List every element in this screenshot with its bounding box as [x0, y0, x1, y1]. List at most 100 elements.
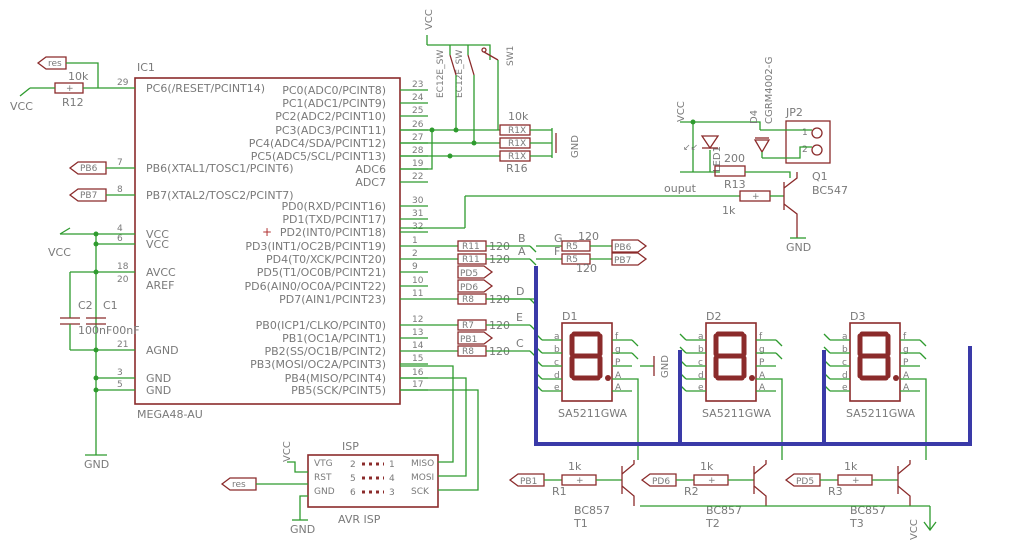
- jp2-ref: JP2: [785, 106, 803, 119]
- segment-pin: f: [759, 332, 763, 342]
- segment-pin: f: [903, 332, 907, 342]
- ic1-pin-name: PC2(ADC2/PCINT10): [275, 110, 386, 123]
- net-tag: PB1: [460, 335, 477, 345]
- ic1-pin-num: 25: [412, 106, 423, 116]
- svg-text:MISO: MISO: [411, 459, 434, 469]
- ic1-pin-num: 24: [412, 93, 424, 103]
- vcc-label-reset: VCC: [10, 100, 33, 113]
- ic1-pin-name: PB4(MISO/PCINT4): [285, 372, 386, 385]
- ic1-pin-num: 3: [117, 368, 123, 378]
- segment-pin: P: [759, 358, 765, 368]
- svg-text:2: 2: [350, 460, 356, 470]
- c1-ref: C1: [103, 299, 118, 312]
- segment-resistor-ref: R5: [566, 242, 578, 252]
- ic1-pin-num: 17: [412, 380, 423, 390]
- segment-net-letter: B: [518, 232, 526, 245]
- ic1-pin-name: PB0(ICP1/CLKO/PCINT0): [256, 319, 386, 332]
- svg-text:R1X: R1X: [508, 139, 526, 149]
- svg-text:R1X: R1X: [508, 152, 526, 162]
- segment-net-letter: C: [516, 337, 524, 350]
- svg-text:res: res: [232, 480, 246, 490]
- segment-resistor-ref: R8: [462, 347, 474, 357]
- ic1-pin-num: 6: [117, 234, 123, 244]
- segment-resistor-ref: R7: [462, 321, 474, 331]
- gnd-label-isp: GND: [290, 523, 315, 536]
- segment-resistor-ref: R5: [566, 255, 578, 265]
- ic1-pin-name: PD7(AIN1/PCINT23): [279, 293, 386, 306]
- segment-pin: e: [842, 383, 848, 393]
- t-part: BC857: [574, 504, 610, 517]
- c-values: 100nF00nF: [78, 324, 140, 337]
- r-base-value: 1k: [722, 204, 736, 217]
- ic1-right-pins: 23PC0(ADC0/PCINT8)24PC1(ADC1/PCINT9)25PC…: [245, 80, 428, 397]
- segment-resistor-value: 120: [576, 262, 597, 275]
- ic1-pin-name: AREF: [146, 279, 174, 292]
- digit-ref: D1: [562, 310, 577, 323]
- ic1-pin-num: 2: [412, 249, 418, 259]
- segment-pin: A: [903, 383, 910, 393]
- segment-pin: A: [615, 383, 622, 393]
- pb-tags: PB6 PB7: [68, 161, 135, 202]
- t-ref: T2: [705, 517, 720, 530]
- ic1-pin-name: PD6(AIN0/OC0A/PCINT22): [245, 280, 386, 293]
- segment-resistor-ref: R8: [462, 295, 474, 305]
- q1-ref: Q1: [812, 170, 828, 183]
- svg-text:1: 1: [389, 460, 395, 470]
- segment-pin: P: [615, 358, 621, 368]
- ic1-pin-name: PB2(SS/OC1B/PCINT2): [264, 345, 386, 358]
- ic1-pin-name: PD3(INT1/OC2B/PCINT19): [245, 240, 386, 253]
- isp-title: ISP: [342, 440, 359, 453]
- net-tag: PD5: [460, 269, 478, 279]
- ic1-pin-name: PD0(RXD/PCINT16): [281, 200, 386, 213]
- segment-resistor-ref: R11: [462, 255, 480, 265]
- ic1-pin-num: 26: [412, 120, 424, 130]
- ic1-pin-name: AGND: [146, 344, 179, 357]
- segment-pin: b: [554, 345, 560, 355]
- ic1-part: MEGA48-AU: [137, 408, 203, 421]
- led1-ref: LED1: [712, 146, 723, 172]
- segment-pin: A: [759, 383, 766, 393]
- svg-text:RST: RST: [314, 473, 332, 483]
- ic1-pin-name: ADC7: [355, 176, 386, 189]
- ic1-pin-name: VCC: [146, 238, 169, 251]
- segment-pin: d: [698, 371, 704, 381]
- ic1-pin-num: 10: [412, 276, 424, 286]
- t-part: BC857: [706, 504, 742, 517]
- segment-pin: d: [554, 371, 560, 381]
- ic1-pin-name: PD2(INT0/PCINT18): [280, 226, 386, 239]
- net-tag: PB7: [614, 256, 631, 266]
- svg-text:PB6: PB6: [80, 164, 98, 174]
- segment-net-letter: D: [516, 285, 524, 298]
- digit-drivers: PB1+1kR1BC857T1PD6+1kR2BC857T2PD5+1kR3BC…: [508, 460, 911, 530]
- ic1-body: [134, 77, 401, 405]
- t-res-value: 1k: [568, 460, 582, 473]
- ic1-pin-num: 30: [412, 196, 424, 206]
- d4-part: CGRM4002-G: [764, 57, 775, 124]
- net-tag: PD5: [796, 477, 814, 487]
- segment-pin: d: [842, 371, 848, 381]
- segment-pin: a: [554, 332, 560, 342]
- ic1-pin-name: PC0(ADC0/PCINT8): [282, 84, 386, 97]
- ic1-pin-name: PC5(ADC5/SCL/PCINT13): [251, 150, 386, 163]
- digit-ref: D2: [706, 310, 721, 323]
- t-res-ref: R1: [552, 485, 567, 498]
- vcc-label-power: VCC: [48, 246, 71, 259]
- digit-ref: D3: [850, 310, 865, 323]
- net-tag: PD6: [652, 477, 670, 487]
- net-tag: PB1: [520, 477, 537, 487]
- segment-pin: f: [615, 332, 619, 342]
- svg-text:PB7: PB7: [80, 191, 97, 201]
- digit-part: SA5211GWA: [558, 407, 628, 420]
- gnd-label-d1: GND: [660, 355, 671, 378]
- segment-pin: g: [759, 345, 765, 355]
- sw-b-label: EC12E_SW: [455, 50, 465, 98]
- segment-resistor-value: 120: [578, 230, 599, 243]
- power-network: VCC GND C2 C1 100nF00nF: [48, 227, 140, 471]
- ic1-pin-num: 27: [412, 133, 423, 143]
- svg-text:MOSI: MOSI: [411, 473, 434, 483]
- segment-pin: g: [615, 345, 621, 355]
